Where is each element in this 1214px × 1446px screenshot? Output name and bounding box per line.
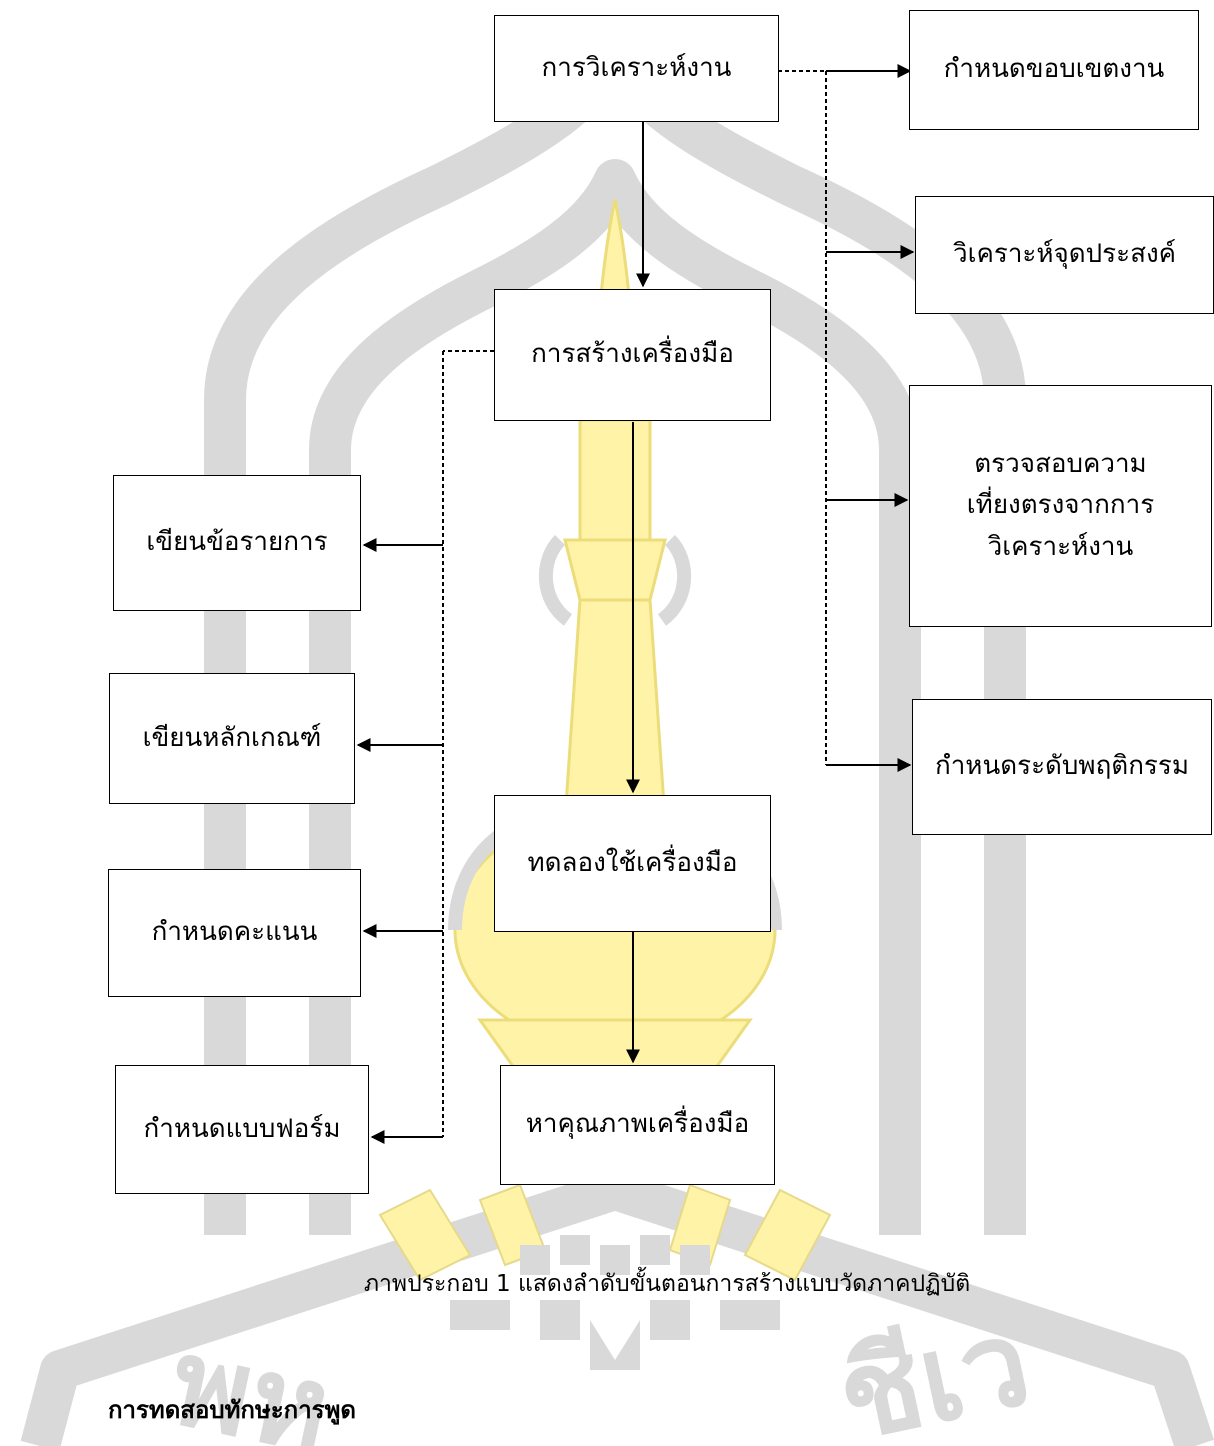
box-define-scope: กำหนดขอบเขตงาน [909, 10, 1199, 130]
box-define-behavior-level: กำหนดระดับพฤติกรรม [912, 699, 1212, 835]
section-heading: การทดสอบทักษะการพูด [108, 1396, 356, 1424]
box-try-out-tool: ทดลองใช้เครื่องมือ [494, 795, 771, 932]
box-define-form: กำหนดแบบฟอร์ม [115, 1065, 369, 1194]
box-task-analysis: การวิเคราะห์งาน [494, 15, 779, 122]
box-write-criteria: เขียนหลักเกณฑ์ [109, 673, 355, 804]
box-tool-quality: หาคุณภาพเครื่องมือ [500, 1065, 775, 1185]
box-check-validity: ตรวจสอบความ เที่ยงตรงจากการ วิเคราะห์งาน [909, 385, 1212, 627]
box-define-scores: กำหนดคะแนน [108, 869, 361, 997]
figure-caption: ภาพประกอบ 1 แสดงลำดับขั้นตอนการสร้างแบบว… [363, 1271, 971, 1297]
box-analyze-objectives: วิเคราะห์จุดประสงค์ [915, 196, 1214, 314]
box-write-items: เขียนข้อรายการ [113, 475, 361, 611]
watermark-text-right: ชีเว [827, 1291, 1042, 1446]
box-build-tool: การสร้างเครื่องมือ [494, 289, 771, 421]
